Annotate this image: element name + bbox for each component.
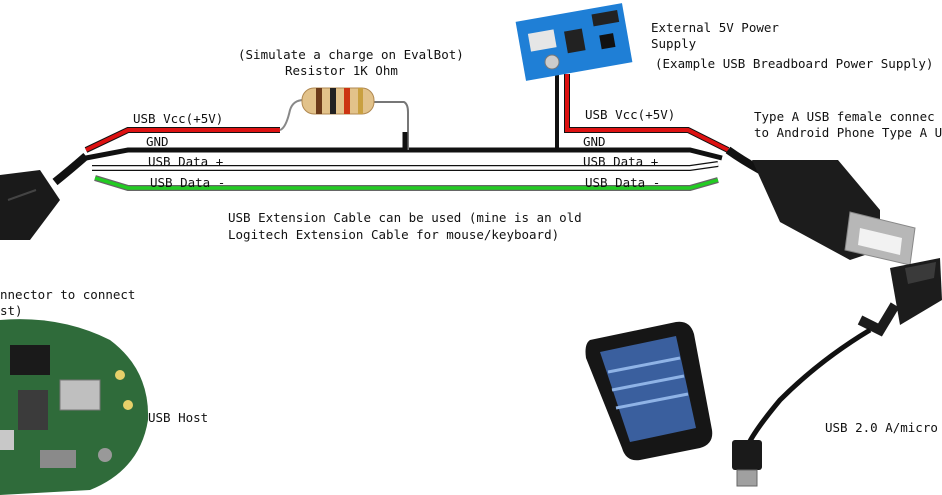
left-vcc-label: USB Vcc(+5V) <box>133 111 224 126</box>
usb-host-label: USB Host <box>148 410 209 425</box>
right-vcc-label: USB Vcc(+5V) <box>585 107 676 122</box>
vcc-wire-left <box>84 127 280 153</box>
right-connector-label-2: to Android Phone Type A U <box>754 125 942 140</box>
usb-plug-icon <box>0 152 89 240</box>
right-data-plus-label: USB Data + <box>583 154 659 169</box>
resistor-note: (Simulate a charge on EvalBot) <box>238 47 464 62</box>
usb-female-icon <box>725 146 916 266</box>
extension-note-1: USB Extension Cable can be used (mine is… <box>228 210 582 225</box>
resistor-icon <box>279 87 375 131</box>
power-supply-title-2: Supply <box>651 36 697 51</box>
right-gnd-label: GND <box>583 134 606 149</box>
extension-note-2: Logitech Extension Cable for mouse/keybo… <box>228 227 560 242</box>
resistor-label: Resistor 1K Ohm <box>285 63 398 78</box>
power-supply-board-icon <box>515 3 633 81</box>
right-connector-label-1: Type A USB female connec <box>754 109 935 124</box>
left-connector-label-1: nnector to connect <box>0 287 136 302</box>
left-data-minus-label: USB Data - <box>150 175 226 190</box>
usb-plug-right-icon <box>745 258 942 447</box>
smartphone-icon <box>585 321 713 461</box>
micro-usb-plug-icon <box>732 440 762 487</box>
evalbot-board-icon <box>0 319 149 495</box>
power-supply-example: (Example USB Breadboard Power Supply) <box>655 56 934 71</box>
left-data-plus-label: USB Data + <box>148 154 224 169</box>
left-gnd-label: GND <box>146 134 169 149</box>
right-data-minus-label: USB Data - <box>585 175 661 190</box>
left-connector-label-2: st) <box>0 303 23 318</box>
resistor-lead-right <box>370 101 409 150</box>
usb-cable-label: USB 2.0 A/micro <box>825 420 938 435</box>
power-supply-title-1: External 5V Power <box>651 20 779 35</box>
